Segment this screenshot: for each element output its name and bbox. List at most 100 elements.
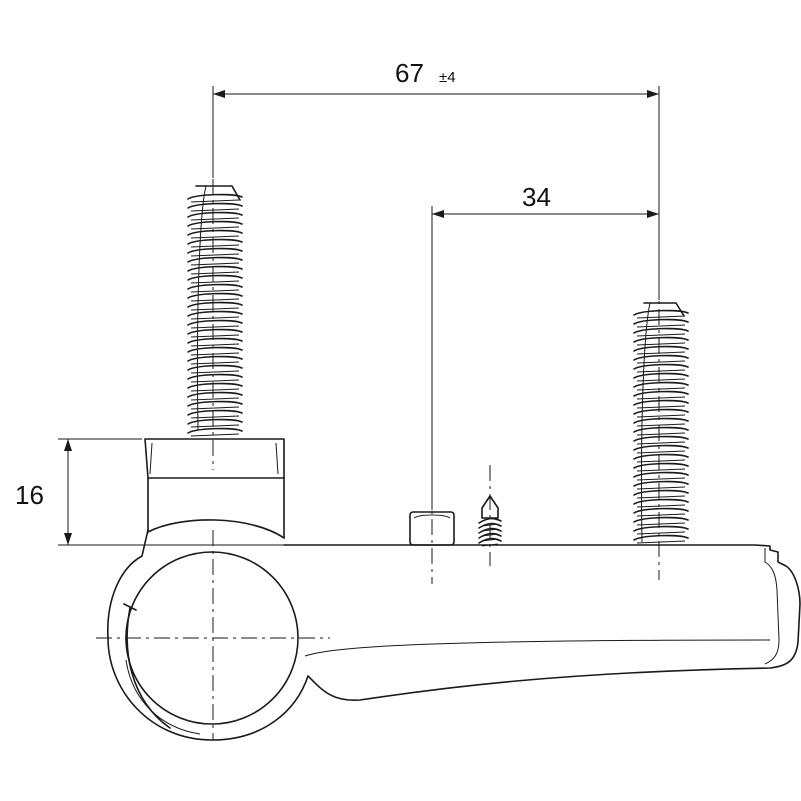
thread-root [190, 424, 240, 428]
thread-ridge [633, 336, 689, 343]
thread-root [636, 477, 686, 481]
thread-root [190, 361, 240, 365]
thread-ridge [187, 238, 243, 245]
thread-ridge [187, 346, 243, 353]
spring-pin-head [481, 495, 499, 519]
clamp-body-outline [107, 529, 801, 741]
thread-root [190, 244, 240, 248]
dimension-value-67: 67 [395, 58, 424, 88]
thread-root [190, 208, 240, 212]
thread-ridge [187, 274, 243, 281]
thread-root [636, 405, 686, 409]
thread-root [636, 387, 686, 391]
thread-ridge [633, 327, 689, 334]
thread-ridge [633, 534, 689, 541]
thread-root [190, 253, 240, 257]
thread-root [636, 495, 686, 499]
thread-ridge [187, 310, 243, 317]
thread-root [190, 307, 240, 311]
thread-root [636, 351, 686, 355]
thread-ridge [187, 391, 243, 398]
thread-ridge [187, 292, 243, 299]
thread-root [190, 217, 240, 221]
thread-ridge [187, 301, 243, 308]
thread-root [636, 315, 686, 319]
right-threaded-screw [633, 302, 689, 544]
thread-ridge [187, 418, 243, 425]
left-screw-tip [195, 185, 241, 201]
thread-root [190, 343, 240, 347]
thread-ridge [187, 364, 243, 371]
ring-inner-left-arc [125, 659, 201, 735]
dimension-value-16: 16 [15, 480, 44, 510]
pin-top-chamfer [413, 514, 451, 519]
thread-ridge [633, 372, 689, 379]
thread-root [636, 423, 686, 427]
thread-ridge [187, 337, 243, 344]
thread-root [636, 432, 686, 436]
dimension-offset: 34 [431, 182, 659, 510]
thread-root [190, 388, 240, 392]
thread-root [190, 235, 240, 239]
thread-ridge [633, 480, 689, 487]
thread-root [190, 379, 240, 383]
clamp-body-arm-top-edge [304, 639, 771, 657]
thread-ridge [187, 382, 243, 389]
ring-outer-left-arc [126, 607, 171, 729]
clamp-body-inner-return [764, 548, 780, 665]
thread-ridge [187, 229, 243, 236]
thread-root [190, 262, 240, 266]
hex-base-facet-right [275, 442, 279, 475]
thread-root [190, 298, 240, 302]
thread-root [636, 414, 686, 418]
thread-root [190, 433, 240, 437]
thread-ridge [187, 202, 243, 209]
thread-ridge [478, 537, 502, 544]
thread-ridge [187, 211, 243, 218]
thread-root [190, 334, 240, 338]
thread-ridge [633, 345, 689, 352]
thread-root [636, 450, 686, 454]
thread-ridge [633, 489, 689, 496]
thread-root [190, 352, 240, 356]
thread-root [190, 289, 240, 293]
hex-base-upper [144, 438, 285, 479]
clamp-body [107, 529, 801, 741]
thread-root [636, 369, 686, 373]
thread-root [636, 324, 686, 328]
thread-root [636, 342, 686, 346]
thread-ridge [633, 399, 689, 406]
clamp-ring [123, 551, 299, 735]
thread-ridge [633, 318, 689, 325]
dimension-value-34: 34 [522, 182, 551, 212]
right-screw-threads [633, 309, 689, 544]
thread-root [190, 325, 240, 329]
thread-ridge [633, 435, 689, 442]
thread-ridge [633, 309, 689, 316]
thread-ridge [633, 462, 689, 469]
thread-root [636, 540, 686, 544]
hex-base-neck [147, 519, 285, 539]
left-screw-hex-base [144, 438, 285, 539]
thread-root [190, 415, 240, 419]
thread-ridge [187, 256, 243, 263]
thread-root [636, 441, 686, 445]
thread-root [190, 280, 240, 284]
thread-root [190, 370, 240, 374]
thread-root [190, 397, 240, 401]
thread-root [636, 513, 686, 517]
thread-root [636, 522, 686, 526]
thread-root [636, 468, 686, 472]
thread-root [636, 459, 686, 463]
thread-ridge [187, 400, 243, 407]
thread-ridge [633, 426, 689, 433]
thread-root [636, 504, 686, 508]
thread-ridge [187, 373, 243, 380]
thread-root [636, 531, 686, 535]
thread-ridge [187, 247, 243, 254]
thread-ridge [633, 381, 689, 388]
thread-ridge [633, 444, 689, 451]
thread-ridge [633, 471, 689, 478]
hex-base-sides [147, 477, 285, 539]
